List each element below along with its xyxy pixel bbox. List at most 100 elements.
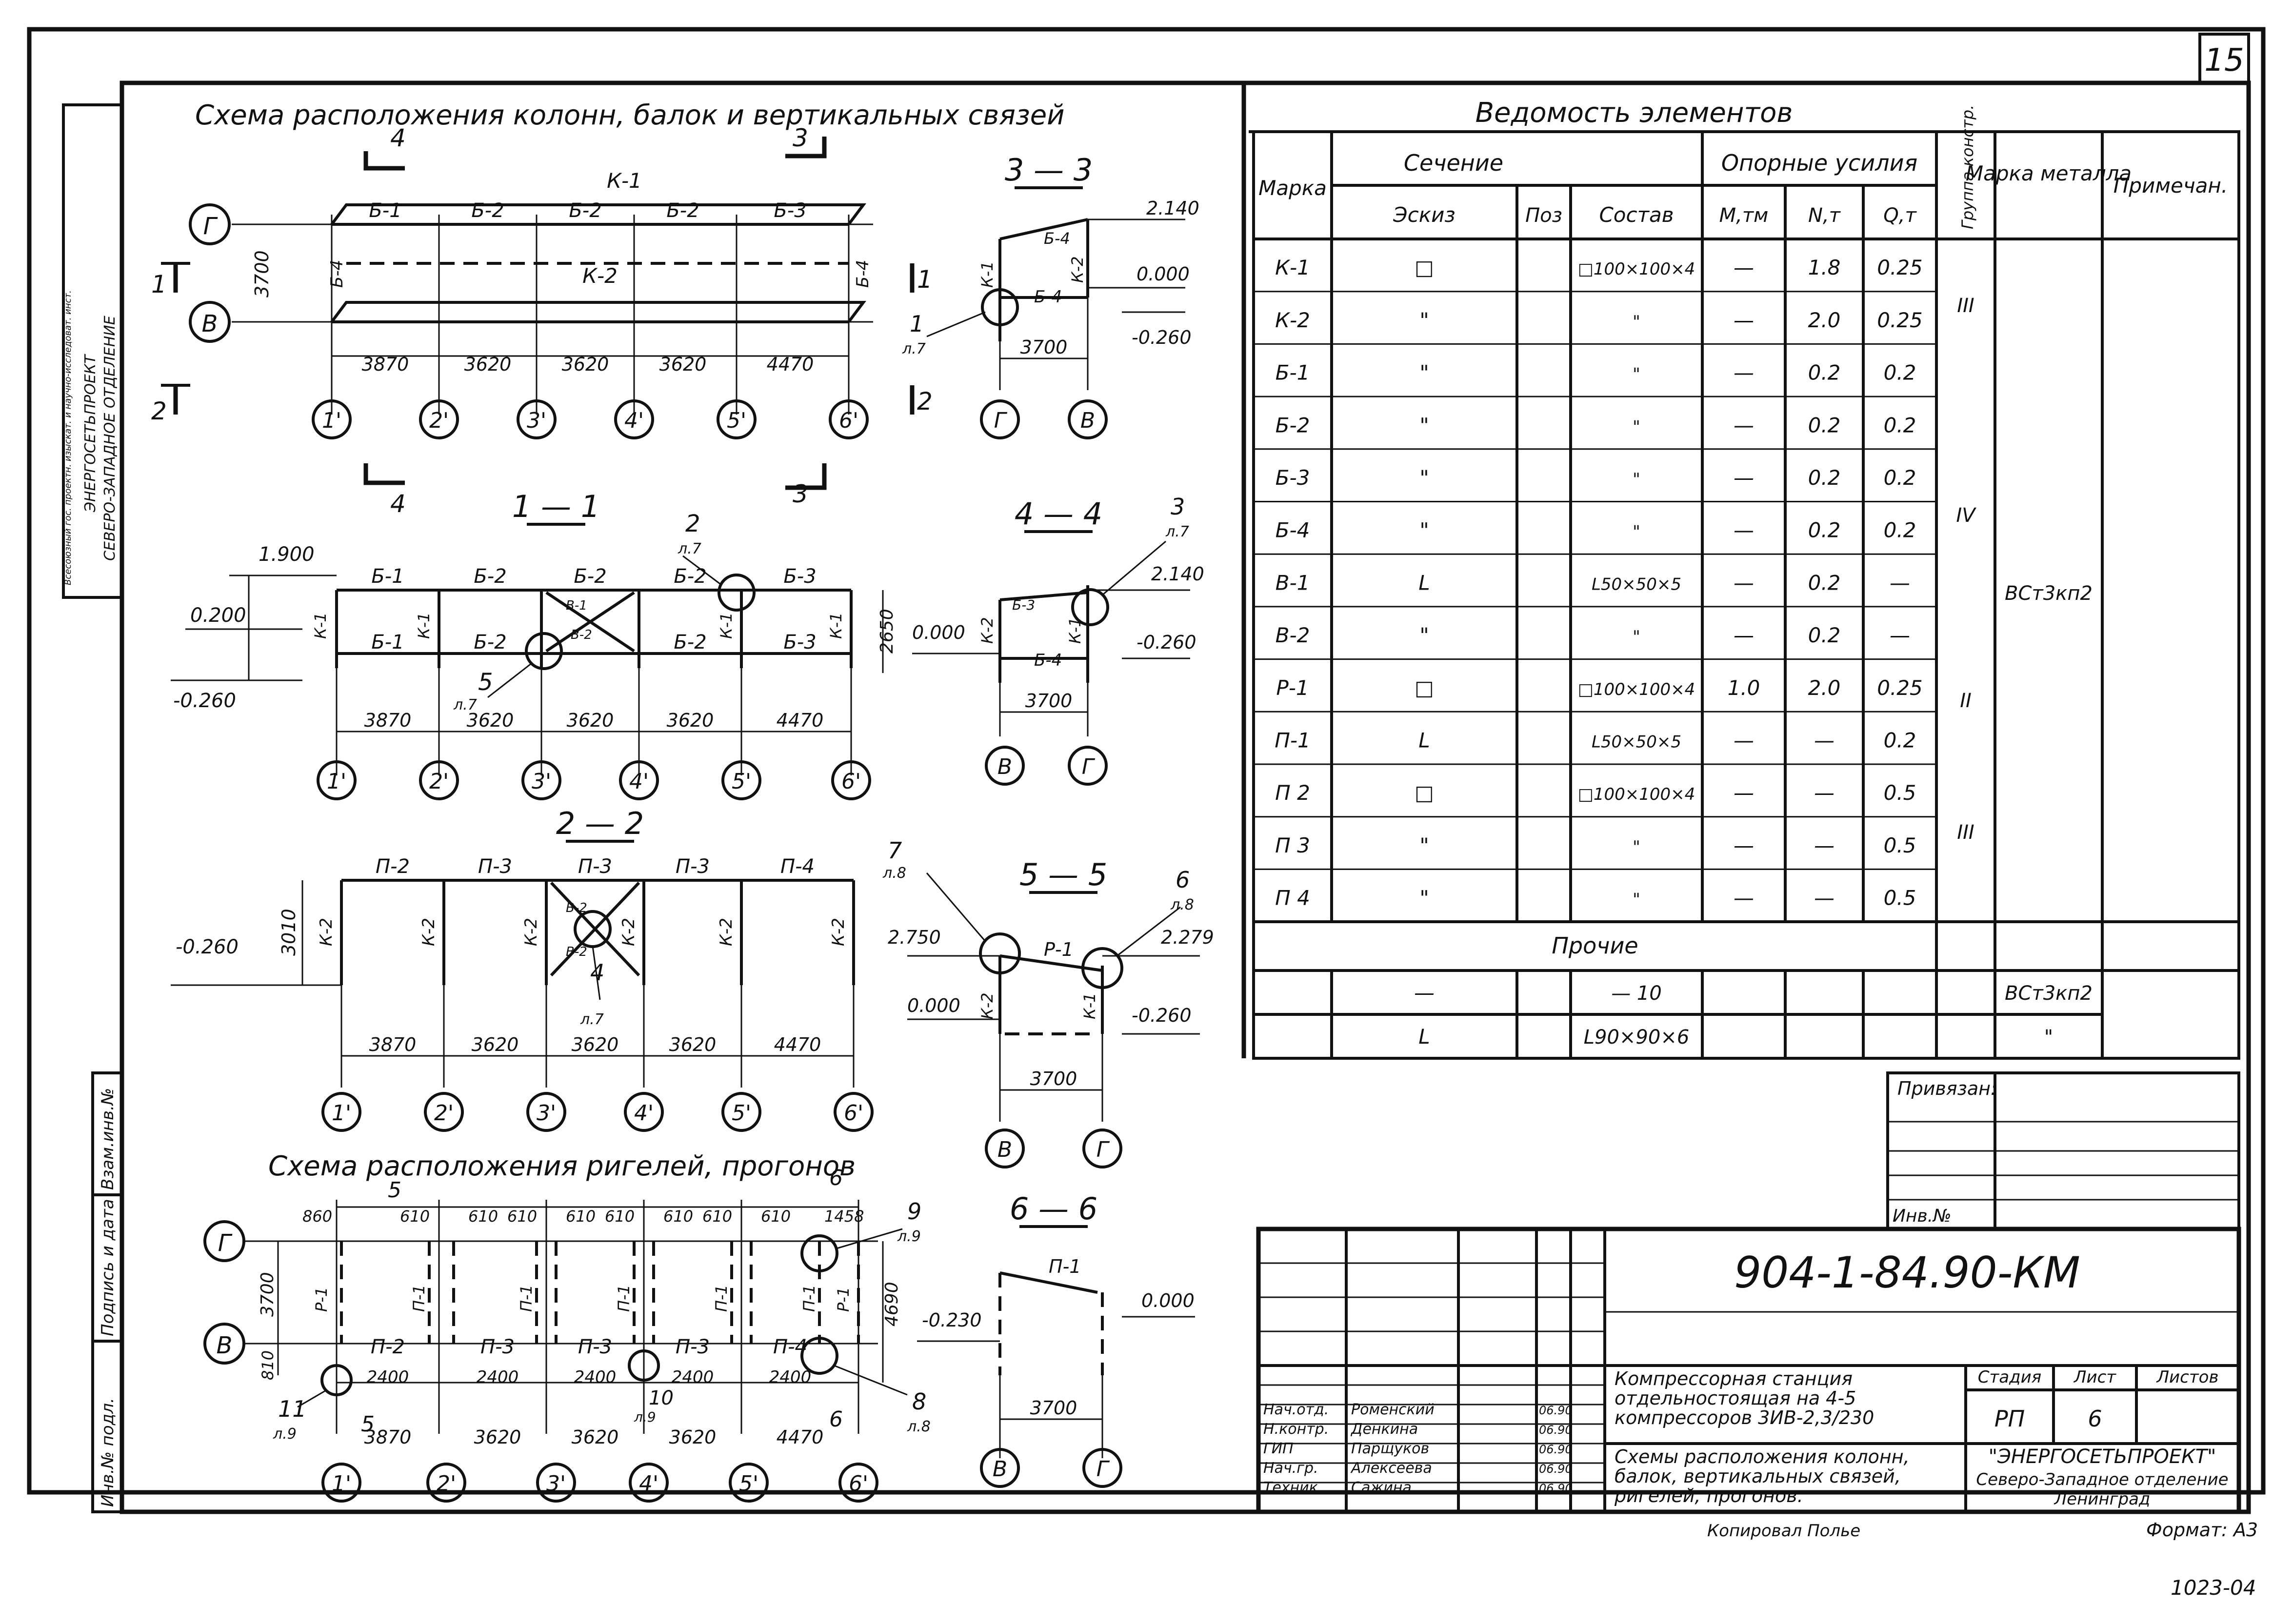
sec33-level-3: -0.260 xyxy=(1132,327,1192,348)
plan1-beam-2: Б-2 xyxy=(471,199,504,222)
sec22-k2-d: К-2 xyxy=(619,918,638,946)
plan2-purlin-4: П-3 xyxy=(676,1336,710,1358)
cut-mark-2-right: 2 xyxy=(917,387,933,416)
table-row-2-comp: " xyxy=(1633,312,1640,332)
sec55-node7-sheet: л.8 xyxy=(882,865,906,882)
table-row-9-q: 0.25 xyxy=(1877,676,1923,700)
plan1-row-dim: 3700 xyxy=(251,250,273,297)
sec11-beam-top-3: Б-2 xyxy=(574,565,606,588)
cut-mark-2-left: 2 xyxy=(151,397,167,425)
plan2-top-dim-9: 1458 xyxy=(824,1207,864,1226)
table-row-12-comp: " xyxy=(1633,837,1640,857)
plan2-right-dim: 4690 xyxy=(882,1282,902,1327)
org-line-3: СЕВЕРО-ЗАПАДНОЕ ОТДЕЛЕНИЕ xyxy=(101,316,119,561)
table-row-10-n: — xyxy=(1814,729,1834,753)
sec22-col-5: 5' xyxy=(732,1101,751,1126)
hdr-section: Сечение xyxy=(1404,150,1503,176)
table-row-3-comp: " xyxy=(1633,365,1640,384)
plan2-top-dim-6: 610 xyxy=(663,1207,693,1226)
sec11-beam-top-2: Б-2 xyxy=(474,565,506,588)
sec11-span-3: 3620 xyxy=(567,710,614,731)
other-title: Прочие xyxy=(1552,932,1638,959)
table-row-7-q: — xyxy=(1890,571,1910,594)
sec55-title: 5 — 5 xyxy=(1019,857,1107,892)
table-row-2-n: 2.0 xyxy=(1808,308,1841,332)
signer-date-3: 06.90 xyxy=(1539,1443,1573,1456)
hdr-n: N,т xyxy=(1808,204,1841,227)
sec44-k2: К-2 xyxy=(978,617,997,644)
hdr-mark: Марка xyxy=(1258,176,1327,200)
table-row-11-q: 0.5 xyxy=(1884,781,1916,805)
plan2-p1-c: П-1 xyxy=(615,1285,633,1312)
sec55-node7: 7 xyxy=(888,837,902,864)
sec11-beam-top-4: Б-2 xyxy=(674,565,706,588)
table-row-10-comp: L50×50×5 xyxy=(1592,733,1681,752)
plan2-r1-b: Р-1 xyxy=(834,1287,853,1312)
table-row-13-comp: " xyxy=(1633,890,1640,910)
sec22-k2-c: К-2 xyxy=(521,918,541,946)
plan2-top-dim-0: 860 xyxy=(302,1207,332,1226)
table-row-13-q: 0.5 xyxy=(1884,886,1916,910)
plan-girders-purlins: Схема расположения ригелей, прогонов Г В xyxy=(203,1150,931,1503)
org-city: Ленинград xyxy=(2054,1489,2151,1509)
plan1-span-3: 3620 xyxy=(562,354,609,375)
hdr-group: Группа констр. xyxy=(1958,105,1977,229)
table-row-9-sketch: □ xyxy=(1415,676,1434,700)
table-row-12-q: 0.5 xyxy=(1884,833,1916,857)
signer-role-2: Н.контр. xyxy=(1263,1421,1329,1438)
table-row-11-comp: □100×100×4 xyxy=(1578,785,1695,804)
drawing-line-2: балок, вертикальных связей, xyxy=(1615,1466,1901,1487)
other-row-2-sketch: L xyxy=(1418,1025,1430,1049)
format-label: Формат: А3 xyxy=(2146,1519,2258,1541)
plan2-node9: 9 xyxy=(907,1198,921,1225)
plan2-p1-d: П-1 xyxy=(712,1285,731,1312)
table-row-3-sketch: " xyxy=(1419,361,1429,385)
plan2-purlin-1: П-2 xyxy=(371,1336,405,1358)
sec66-p1: П-1 xyxy=(1049,1256,1081,1277)
org-name: "ЭНЕРГОСЕТЬПРОЕКТ" xyxy=(1989,1446,2216,1468)
plan2-col-4: 4' xyxy=(639,1471,658,1496)
sec55-level-1: 2.750 xyxy=(888,927,941,948)
plan2-node8-sheet: л.8 xyxy=(907,1418,931,1435)
sec11-title: 1 — 1 xyxy=(512,489,600,524)
sec11-level-2: 0.200 xyxy=(190,604,246,627)
plan2-purlin-3: П-3 xyxy=(578,1336,612,1358)
table-row-2-q: 0.25 xyxy=(1877,308,1923,332)
hdr-forces: Опорные усилия xyxy=(1721,150,1917,176)
plan2-node10: 10 xyxy=(649,1387,674,1409)
plan2-purlin-2: П-3 xyxy=(480,1336,515,1358)
plan2-r1-a: Р-1 xyxy=(312,1287,331,1312)
sec66-title: 6 — 6 xyxy=(1010,1191,1097,1227)
plan2-axis-V: В xyxy=(217,1332,233,1359)
sec11-height: 2650 xyxy=(877,609,897,654)
sec22-purlin-3: П-3 xyxy=(578,855,612,878)
cut-mark-4-top: 4 xyxy=(390,124,406,152)
hdr-comp: Состав xyxy=(1599,203,1674,227)
sec22-purlin-4: П-3 xyxy=(676,855,710,878)
plan2-bay-2: 2400 xyxy=(477,1367,519,1387)
plan1-col-2: 2' xyxy=(429,408,449,433)
hdr-q: Q,т xyxy=(1883,204,1917,227)
signer-name-3: Парщуков xyxy=(1351,1440,1429,1457)
left-approval-strip: Инв.№ подл. Подпись и дата Взам.инв.№ xyxy=(91,1071,123,1513)
table-row-7-sketch: L xyxy=(1418,571,1430,594)
sec33-k2: К-2 xyxy=(1068,256,1087,283)
sec55-axis-1: В xyxy=(997,1137,1012,1162)
table-row-7-m: — xyxy=(1734,571,1754,594)
plan2-span-3: 3620 xyxy=(572,1426,619,1448)
sec33-node-sheet: л.7 xyxy=(902,340,926,357)
sec11-node2-sheet: л.7 xyxy=(678,540,701,557)
table-row-4-m: — xyxy=(1734,413,1754,437)
table-row-2-m: — xyxy=(1734,308,1754,332)
table-row-1-n: 1.8 xyxy=(1808,256,1841,279)
table-row-11-sketch: □ xyxy=(1415,781,1434,805)
sec22-col-1: 1' xyxy=(332,1101,351,1126)
table-row-8-m: — xyxy=(1734,623,1754,647)
sheet-number-box xyxy=(2198,33,2250,84)
sec55-node6-sheet: л.8 xyxy=(1170,896,1194,913)
table-row-12-sketch: " xyxy=(1419,833,1429,857)
sheet-header: Лист xyxy=(2073,1367,2116,1387)
sec66-level-2: 0.000 xyxy=(1141,1290,1195,1311)
plan1-col-1: 1' xyxy=(322,408,341,433)
